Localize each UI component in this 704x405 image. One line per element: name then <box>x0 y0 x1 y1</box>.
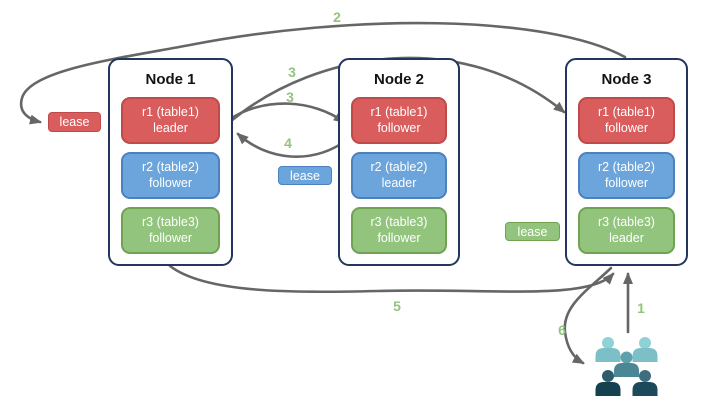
node-3-box: Node 3 r1 (table1) follower r2 (table2) … <box>565 58 688 266</box>
node-3-replica-r3: r3 (table3) leader <box>578 207 675 254</box>
replica-role-label: follower <box>377 120 421 135</box>
node-3-replica-r2: r2 (table2) follower <box>578 152 675 199</box>
person-head <box>602 337 614 349</box>
node-1-box: Node 1 r1 (table1) leader r2 (table2) fo… <box>108 58 233 266</box>
replica-range-label: r2 (table2) <box>142 159 199 174</box>
node-1-replica-r2: r2 (table2) follower <box>121 152 220 199</box>
replica-range-label: r2 (table2) <box>598 159 655 174</box>
person-body <box>595 382 621 396</box>
arrow-step-6-node3-to-clients <box>563 266 613 365</box>
replica-role-label: leader <box>381 175 417 190</box>
person-head <box>602 370 614 382</box>
users-group-icon <box>595 337 658 396</box>
node-3-replica-r1: r1 (table1) follower <box>578 97 675 144</box>
arrow-step-5-node1-to-node3 <box>168 264 615 294</box>
replica-range-label: r1 (table1) <box>370 104 428 119</box>
replica-role-label: leader <box>153 120 188 135</box>
replica-range-label: r1 (table1) <box>142 104 199 119</box>
replica-range-label: r2 (table2) <box>370 159 428 174</box>
node-2-title: Node 2 <box>373 71 424 88</box>
replica-range-label: r1 (table1) <box>598 104 655 119</box>
node-2-replica-r1: r1 (table1) follower <box>351 97 447 144</box>
lease-badge-table2: lease <box>278 166 332 185</box>
person-body <box>632 382 658 396</box>
replica-range-label: r3 (table3) <box>598 214 655 229</box>
arrow-step-4-node2-to-node1 <box>236 132 349 158</box>
node-2-replica-r2: r2 (table2) leader <box>351 152 447 199</box>
node-1-replica-r3: r3 (table3) follower <box>121 207 220 254</box>
step-label-4: 4 <box>284 135 292 151</box>
person-head <box>639 337 651 349</box>
node-3-title: Node 3 <box>601 71 652 88</box>
person-head <box>620 351 633 364</box>
person-body <box>595 348 621 362</box>
replica-range-label: r3 (table3) <box>370 214 428 229</box>
step-label-5: 5 <box>393 298 401 314</box>
step-label-1: 1 <box>637 300 645 316</box>
replica-role-label: follower <box>148 175 193 190</box>
step-label-2: 2 <box>333 9 341 25</box>
person-head <box>639 370 651 382</box>
replica-role-label: follower <box>377 230 421 245</box>
replica-role-label: follower <box>148 230 193 245</box>
node-1-replica-r1: r1 (table1) leader <box>121 97 220 144</box>
step-label-3-lower: 3 <box>286 89 294 105</box>
node-2-box: Node 2 r1 (table1) follower r2 (table2) … <box>338 58 460 266</box>
person-body <box>632 348 658 362</box>
node-1-title: Node 1 <box>145 71 196 88</box>
node-2-replica-r3: r3 (table3) follower <box>351 207 447 254</box>
lease-badge-table1: lease <box>48 112 101 132</box>
replica-role-label: follower <box>604 120 649 135</box>
person-body <box>614 363 639 377</box>
arrow-step-3-node1-to-node2 <box>228 102 346 124</box>
arrow-step-2-node3-to-lease1 <box>19 21 627 125</box>
lease-badge-table3: lease <box>505 222 560 241</box>
replica-role-label: leader <box>609 230 644 245</box>
step-label-3-upper: 3 <box>288 64 296 80</box>
step-label-6: 6 <box>558 322 566 338</box>
replica-range-label: r3 (table3) <box>142 214 199 229</box>
replica-role-label: follower <box>604 175 649 190</box>
